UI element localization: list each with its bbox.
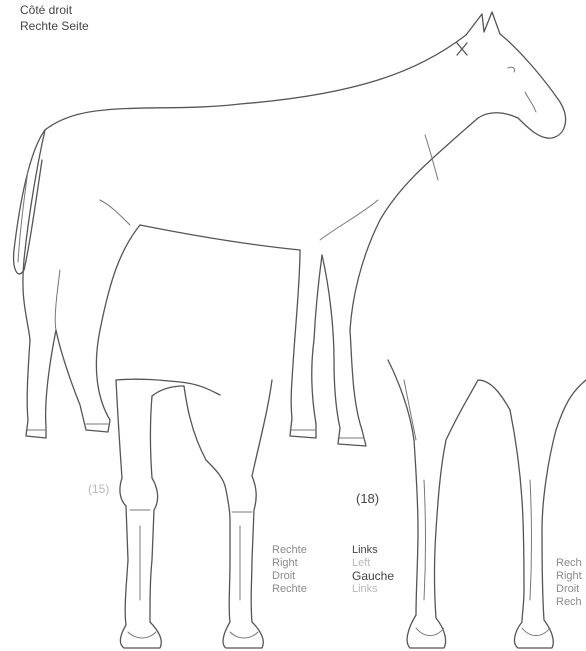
label-left: Left — [352, 556, 370, 570]
label-far-rech-1: Rech — [556, 556, 582, 570]
label-right: Right — [272, 556, 298, 570]
figure-number-right: (18) — [356, 492, 379, 506]
label-links-1: Links — [352, 543, 378, 557]
label-gauche: Gauche — [352, 569, 394, 583]
label-droit: Droit — [272, 569, 295, 583]
label-far-rech-2: Rech — [556, 595, 582, 609]
label-rechte-2: Rechte — [272, 582, 307, 596]
label-links-2: Links — [352, 582, 378, 596]
label-far-droit: Droit — [556, 582, 579, 596]
label-rechte-1: Rechte — [272, 543, 307, 557]
figure-number-left: (15) — [88, 482, 109, 496]
label-far-right: Right — [556, 569, 582, 583]
